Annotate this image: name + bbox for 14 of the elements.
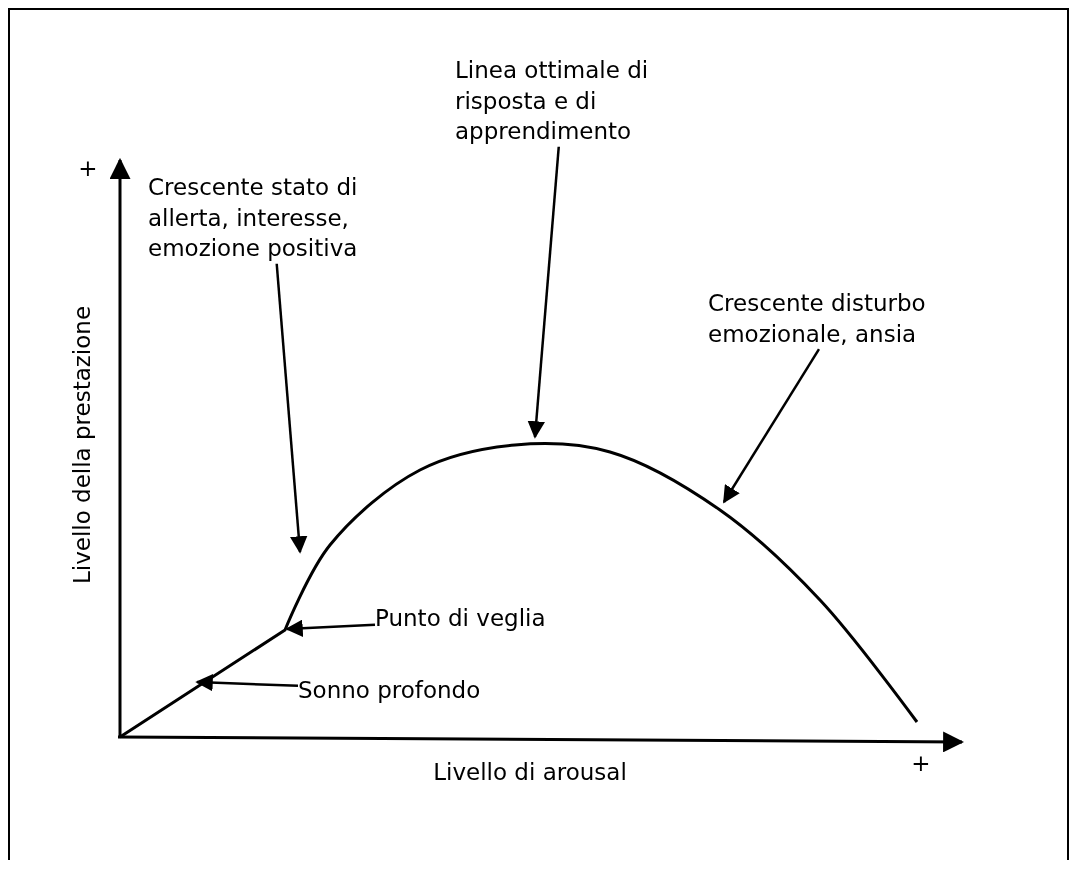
leader-arrow [722,348,821,504]
leader-arrow [195,673,299,692]
leader-arrow [285,619,376,637]
annotation-text: Linea ottimale di risposta e di apprendimento [455,55,670,147]
y-axis-title: Livello della prestazione [67,305,96,585]
axis-max-sign: + [78,153,98,183]
leader-arrow [527,146,560,439]
annotation-text: Punto di veglia [375,603,655,634]
annotation-text: Crescente disturbo emozionale, ansia [708,288,968,350]
annotation-text: Crescente stato di allerta, interesse, emozione positiva [148,172,398,264]
axis-max-sign: + [911,748,931,778]
annotation-text: Sonno profondo [298,675,538,706]
leader-arrow [275,263,308,554]
x-axis-title: Livello di arousal [433,757,627,787]
